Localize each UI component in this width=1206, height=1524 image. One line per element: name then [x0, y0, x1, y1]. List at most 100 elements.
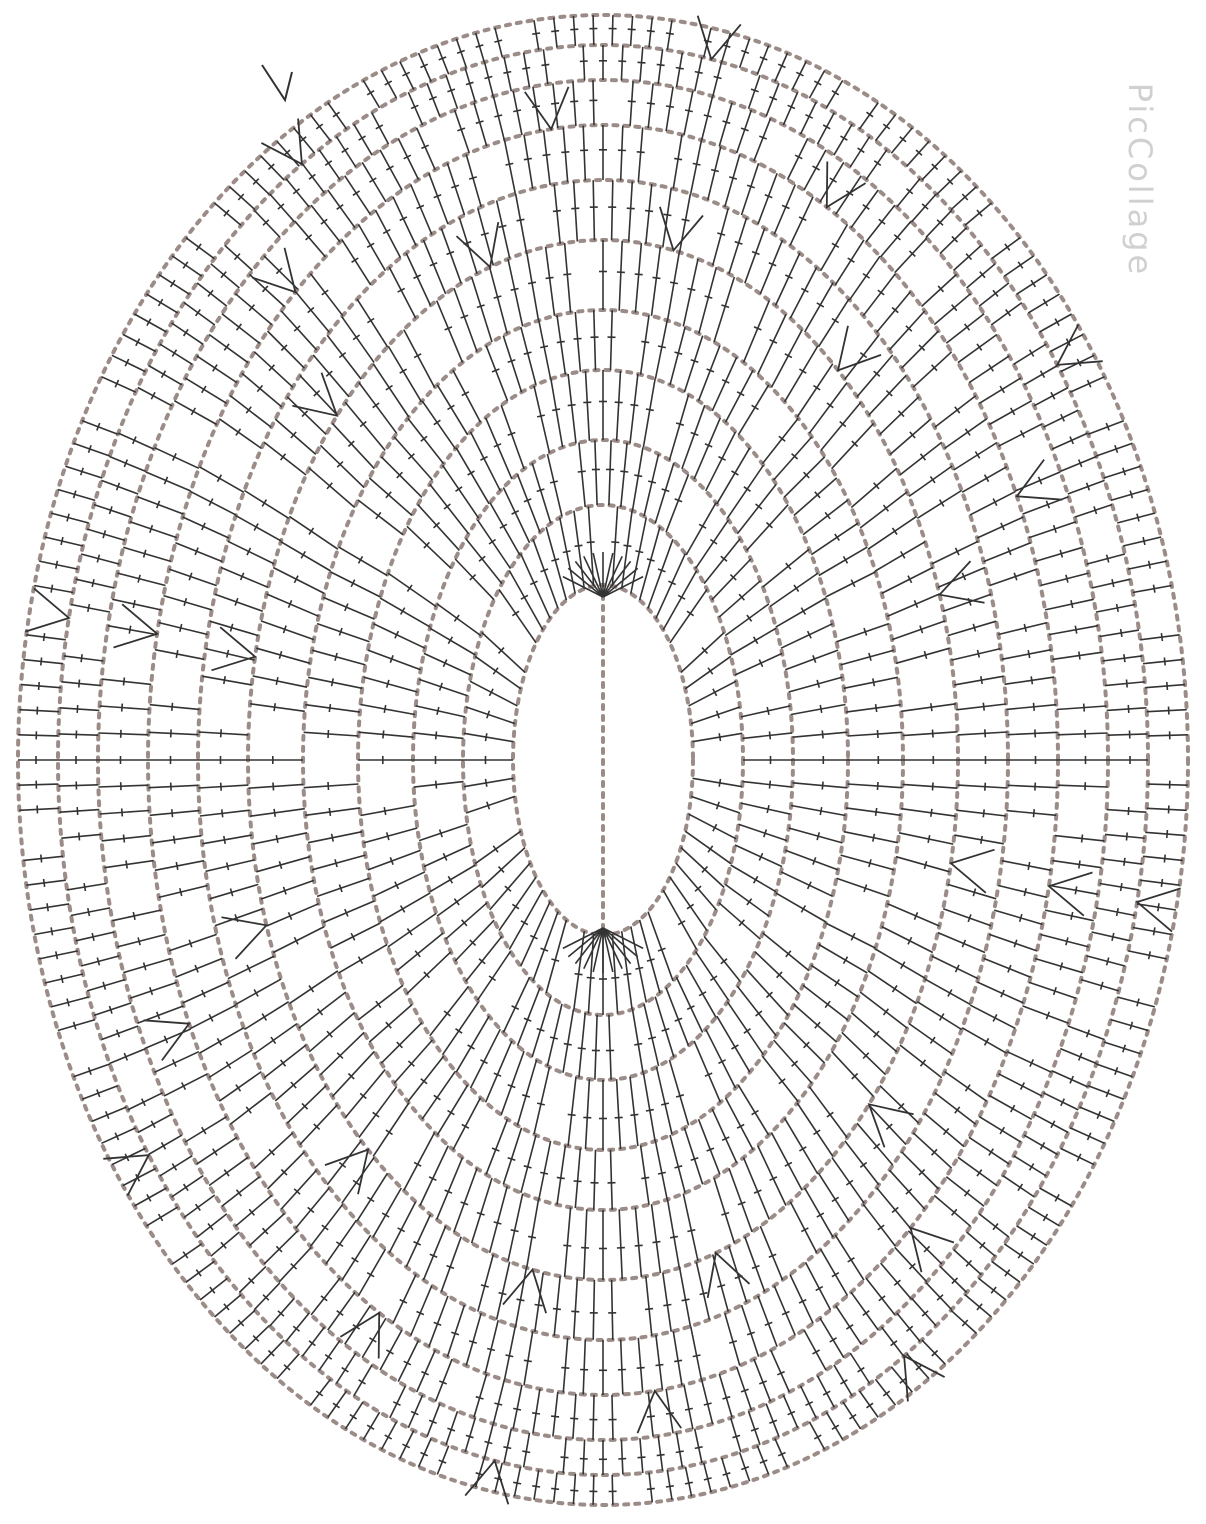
double-crochet-stitch [881, 1263, 912, 1299]
stitch-crossbar [820, 705, 821, 713]
double-crochet-stitch [339, 547, 388, 575]
stitch-crossbar [551, 103, 559, 104]
stitch-crossbar [551, 31, 559, 32]
double-crochet-stitch [358, 500, 403, 535]
double-crochet-stitch [490, 503, 520, 555]
double-crochet-stitch [887, 904, 939, 926]
double-crochet-stitch [846, 808, 901, 815]
stitch-crossbar [630, 405, 638, 406]
double-crochet-stitch [907, 1354, 929, 1379]
stitch-crossbar [309, 986, 314, 993]
stitch-crossbar [729, 177, 737, 179]
double-crochet-stitch [579, 1013, 585, 1078]
stitch-crossbar [557, 1177, 565, 1178]
stitch-crossbar [329, 808, 330, 816]
double-crochet-stitch [1029, 982, 1076, 998]
double-crochet-stitch [279, 1247, 311, 1282]
double-crochet-stitch [788, 138, 808, 179]
double-crochet-stitch [738, 385, 768, 435]
double-crochet-stitch [149, 1135, 182, 1154]
double-crochet-stitch [699, 267, 717, 333]
double-crochet-stitch [593, 80, 594, 125]
stitch-crossbar [1149, 561, 1151, 569]
double-crochet-stitch [354, 124, 372, 155]
double-crochet-stitch [456, 1016, 489, 1072]
stitch-crossbar [279, 651, 281, 659]
double-crochet-stitch [954, 443, 997, 471]
shell-cluster [951, 850, 995, 893]
double-crochet-stitch [311, 274, 343, 316]
double-crochet-stitch [735, 653, 782, 675]
double-crochet-stitch [1096, 605, 1135, 613]
double-crochet-stitch [1070, 1128, 1104, 1143]
stitch-crossbar [387, 832, 389, 840]
stitch-crossbar [822, 730, 823, 738]
stitch-crossbar [661, 1103, 669, 1105]
double-crochet-stitch [81, 956, 119, 966]
stitch-crossbar [876, 704, 877, 712]
double-crochet-stitch [809, 1422, 824, 1450]
stitch-crossbar [575, 545, 583, 546]
stitch-crossbar [1018, 1252, 1023, 1259]
stitch-crossbar [124, 835, 125, 843]
stitch-crossbar [386, 386, 393, 390]
stitch-crossbar [485, 1442, 493, 1444]
double-crochet-stitch [319, 1340, 340, 1370]
double-crochet-stitch [683, 1194, 698, 1261]
stitch-crossbar [224, 1170, 229, 1177]
double-crochet-stitch [1035, 547, 1083, 561]
double-crochet-stitch [268, 1152, 305, 1189]
double-crochet-stitch [731, 628, 777, 655]
double-crochet-stitch [437, 1085, 467, 1135]
double-crochet-stitch [819, 945, 868, 973]
double-crochet-stitch [970, 1005, 1015, 1028]
stitch-crossbar [513, 110, 521, 112]
double-crochet-stitch [147, 1207, 178, 1226]
double-crochet-stitch [1147, 808, 1187, 810]
double-crochet-stitch [294, 128, 315, 153]
double-crochet-stitch [209, 1050, 252, 1078]
stitch-crossbar [551, 559, 559, 561]
stitch-crossbar [1127, 833, 1128, 841]
double-crochet-stitch [300, 1105, 337, 1145]
double-crochet-stitch [264, 1231, 298, 1264]
double-crochet-stitch [191, 1005, 236, 1028]
double-crochet-stitch [691, 796, 740, 813]
double-crochet-stitch [406, 1215, 430, 1267]
double-crochet-stitch [112, 355, 146, 371]
double-crochet-stitch [74, 1064, 110, 1077]
double-crochet-stitch [652, 1204, 661, 1273]
stitch-crossbar [571, 1311, 579, 1312]
stitch-crossbar [551, 1416, 559, 1417]
double-crochet-stitch [593, 180, 594, 240]
double-crochet-stitch [958, 335, 997, 363]
double-crochet-stitch [686, 503, 716, 555]
stitch-crossbar [551, 959, 559, 961]
stitch-crossbar [1137, 999, 1139, 1007]
double-crochet-stitch [631, 16, 633, 46]
double-crochet-stitch [739, 824, 787, 840]
stitch-crossbar [658, 346, 666, 348]
double-crochet-stitch [206, 860, 255, 872]
double-crochet-stitch [979, 378, 1020, 403]
double-crochet-stitch [670, 589, 707, 643]
stitch-crossbar [532, 1413, 540, 1414]
stitch-crossbar [1018, 262, 1023, 269]
double-crochet-stitch [312, 855, 365, 870]
double-crochet-stitch [611, 310, 613, 370]
double-crochet-stitch [508, 1194, 523, 1261]
double-crochet-stitch [430, 628, 476, 655]
stitch-crossbar [1112, 933, 1114, 941]
double-crochet-stitch [358, 985, 403, 1020]
shell-cluster [261, 119, 302, 165]
stitch-crossbar [846, 1325, 853, 1329]
double-crochet-stitch [809, 71, 824, 99]
stitch-crossbar [386, 1130, 393, 1134]
double-crochet-stitch [437, 301, 463, 363]
double-crochet-stitch [584, 1209, 587, 1279]
double-crochet-stitch [1133, 586, 1172, 593]
double-crochet-stitch [845, 1141, 879, 1185]
double-crochet-stitch [573, 1394, 576, 1439]
double-crochet-stitch [713, 62, 722, 96]
double-crochet-stitch [150, 705, 200, 710]
